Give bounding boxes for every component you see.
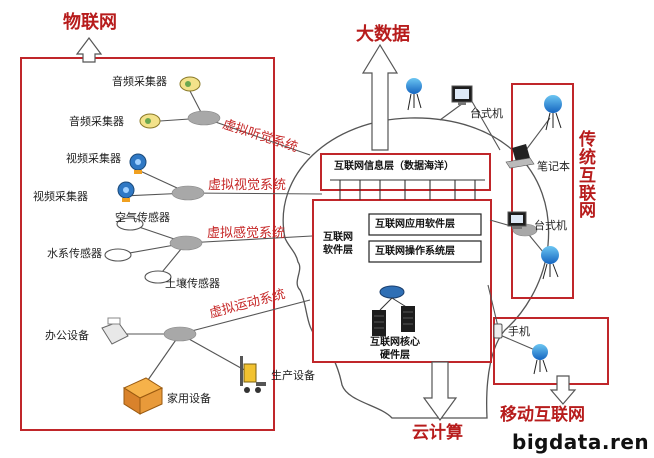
virtual-vision-label: 虚拟视觉系统: [208, 178, 287, 193]
iot-arrow: [75, 37, 103, 63]
phone-icon: [493, 323, 503, 339]
water-sensor-label: 水系传感器: [47, 247, 102, 260]
motion-node: [163, 326, 197, 342]
video-collector-icon-2: [117, 181, 135, 202]
water-sensor-node: [104, 248, 132, 262]
cloud-arrow: [422, 361, 458, 422]
person-icon-4: [532, 344, 548, 375]
iot-box: [20, 57, 275, 431]
os-layer-label: 互联网操作系统层: [375, 246, 455, 257]
app-layer-label: 互联网应用软件层: [375, 219, 455, 230]
video-collector-label-2: 视频采集器: [33, 190, 88, 203]
desktop-icon-2: [507, 211, 527, 229]
video-collector-label-1: 视频采集器: [66, 152, 121, 165]
virtual-sense-label: 虚拟感觉系统: [207, 226, 286, 241]
sense-node: [169, 235, 203, 251]
person-icon-2: [544, 95, 562, 131]
soil-sensor-node: [144, 270, 172, 284]
audio-collector-label-1: 音频采集器: [112, 75, 167, 88]
bigdata-arrow: [361, 43, 399, 151]
audio-collector-icon-1: [179, 76, 201, 92]
server-icon-1: [372, 310, 386, 336]
desktop-label-1: 台式机: [470, 107, 503, 120]
traditional-internet-title: 传统互联网: [579, 130, 596, 222]
os-layer-box: [368, 240, 482, 263]
air-sensor-node: [116, 217, 144, 231]
production-device-label: 生产设备: [271, 369, 315, 382]
printer-icon: [101, 317, 129, 345]
bigdata-title: 大数据: [356, 24, 410, 45]
forklift-icon: [240, 356, 266, 393]
mobile-internet-box: [493, 317, 609, 385]
office-device-label: 办公设备: [45, 329, 89, 342]
desktop-label-2: 台式机: [534, 219, 567, 232]
vision-node: [171, 185, 205, 201]
air-sensor-label: 空气传感器: [115, 211, 170, 224]
audio-collector-icon-2: [139, 113, 161, 129]
laptop-icon: [505, 144, 535, 169]
cloud-title: 云计算: [412, 423, 463, 443]
desktop-icon-1: [451, 85, 473, 105]
info-layer-label: 互联网信息层（数据海洋）: [334, 161, 454, 172]
laptop-label: 笔记本: [537, 160, 570, 173]
video-collector-icon-1: [129, 153, 147, 174]
app-layer-box: [368, 213, 482, 236]
phone-label: 手机: [508, 325, 530, 338]
iot-title: 物联网: [63, 12, 117, 33]
home-appliance-icon: [122, 377, 164, 415]
audio-collector-label-2: 音频采集器: [69, 115, 124, 128]
mobile-internet-title: 移动互联网: [500, 405, 585, 425]
home-device-label: 家用设备: [167, 392, 211, 405]
traditional-internet-box: [511, 83, 574, 299]
hearing-node: [187, 110, 221, 126]
person-icon-3: [541, 246, 559, 280]
server-icon-2: [401, 306, 415, 332]
person-icon-1: [406, 78, 422, 111]
mobile-arrow: [549, 375, 577, 405]
software-layer-label: 互联网 软件层: [323, 232, 353, 256]
hardware-layer-label: 互联网核心 硬件层: [370, 337, 420, 361]
router-icon: [379, 285, 405, 299]
footer-watermark: bigdata.ren: [512, 430, 650, 454]
head-outline: [282, 117, 550, 419]
soil-sensor-label: 土壤传感器: [165, 277, 220, 290]
